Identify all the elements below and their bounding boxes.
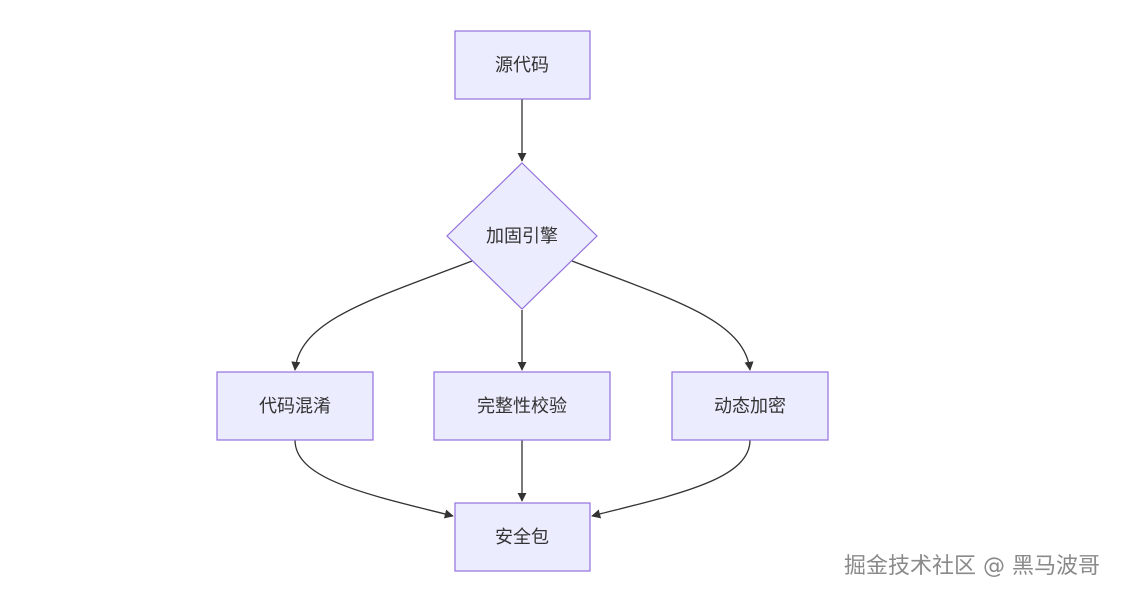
watermark: 掘金技术社区 @ 黑马波哥 xyxy=(844,554,1100,579)
node-encryption-label: 动态加密 xyxy=(714,396,786,417)
node-engine: 加固引擎 xyxy=(446,162,598,310)
node-integrity: 完整性校验 xyxy=(433,371,611,441)
node-encryption: 动态加密 xyxy=(671,371,829,441)
edge-encryption-to-package xyxy=(591,439,751,519)
node-obfuscation-label: 代码混淆 xyxy=(259,396,331,417)
node-engine-label: 加固引擎 xyxy=(486,226,558,247)
node-integrity-label: 完整性校验 xyxy=(477,396,567,417)
edges xyxy=(291,99,754,519)
edge-obfuscation-to-package xyxy=(294,439,454,519)
edge-engine-to-obfuscation xyxy=(291,260,473,371)
engine-diamond xyxy=(446,162,598,310)
node-source-label: 源代码 xyxy=(495,55,549,76)
node-package-label: 安全包 xyxy=(495,527,549,548)
node-package: 安全包 xyxy=(454,502,591,572)
edge-engine-to-encryption xyxy=(571,260,754,371)
node-obfuscation: 代码混淆 xyxy=(216,371,374,441)
node-source: 源代码 xyxy=(454,30,591,100)
